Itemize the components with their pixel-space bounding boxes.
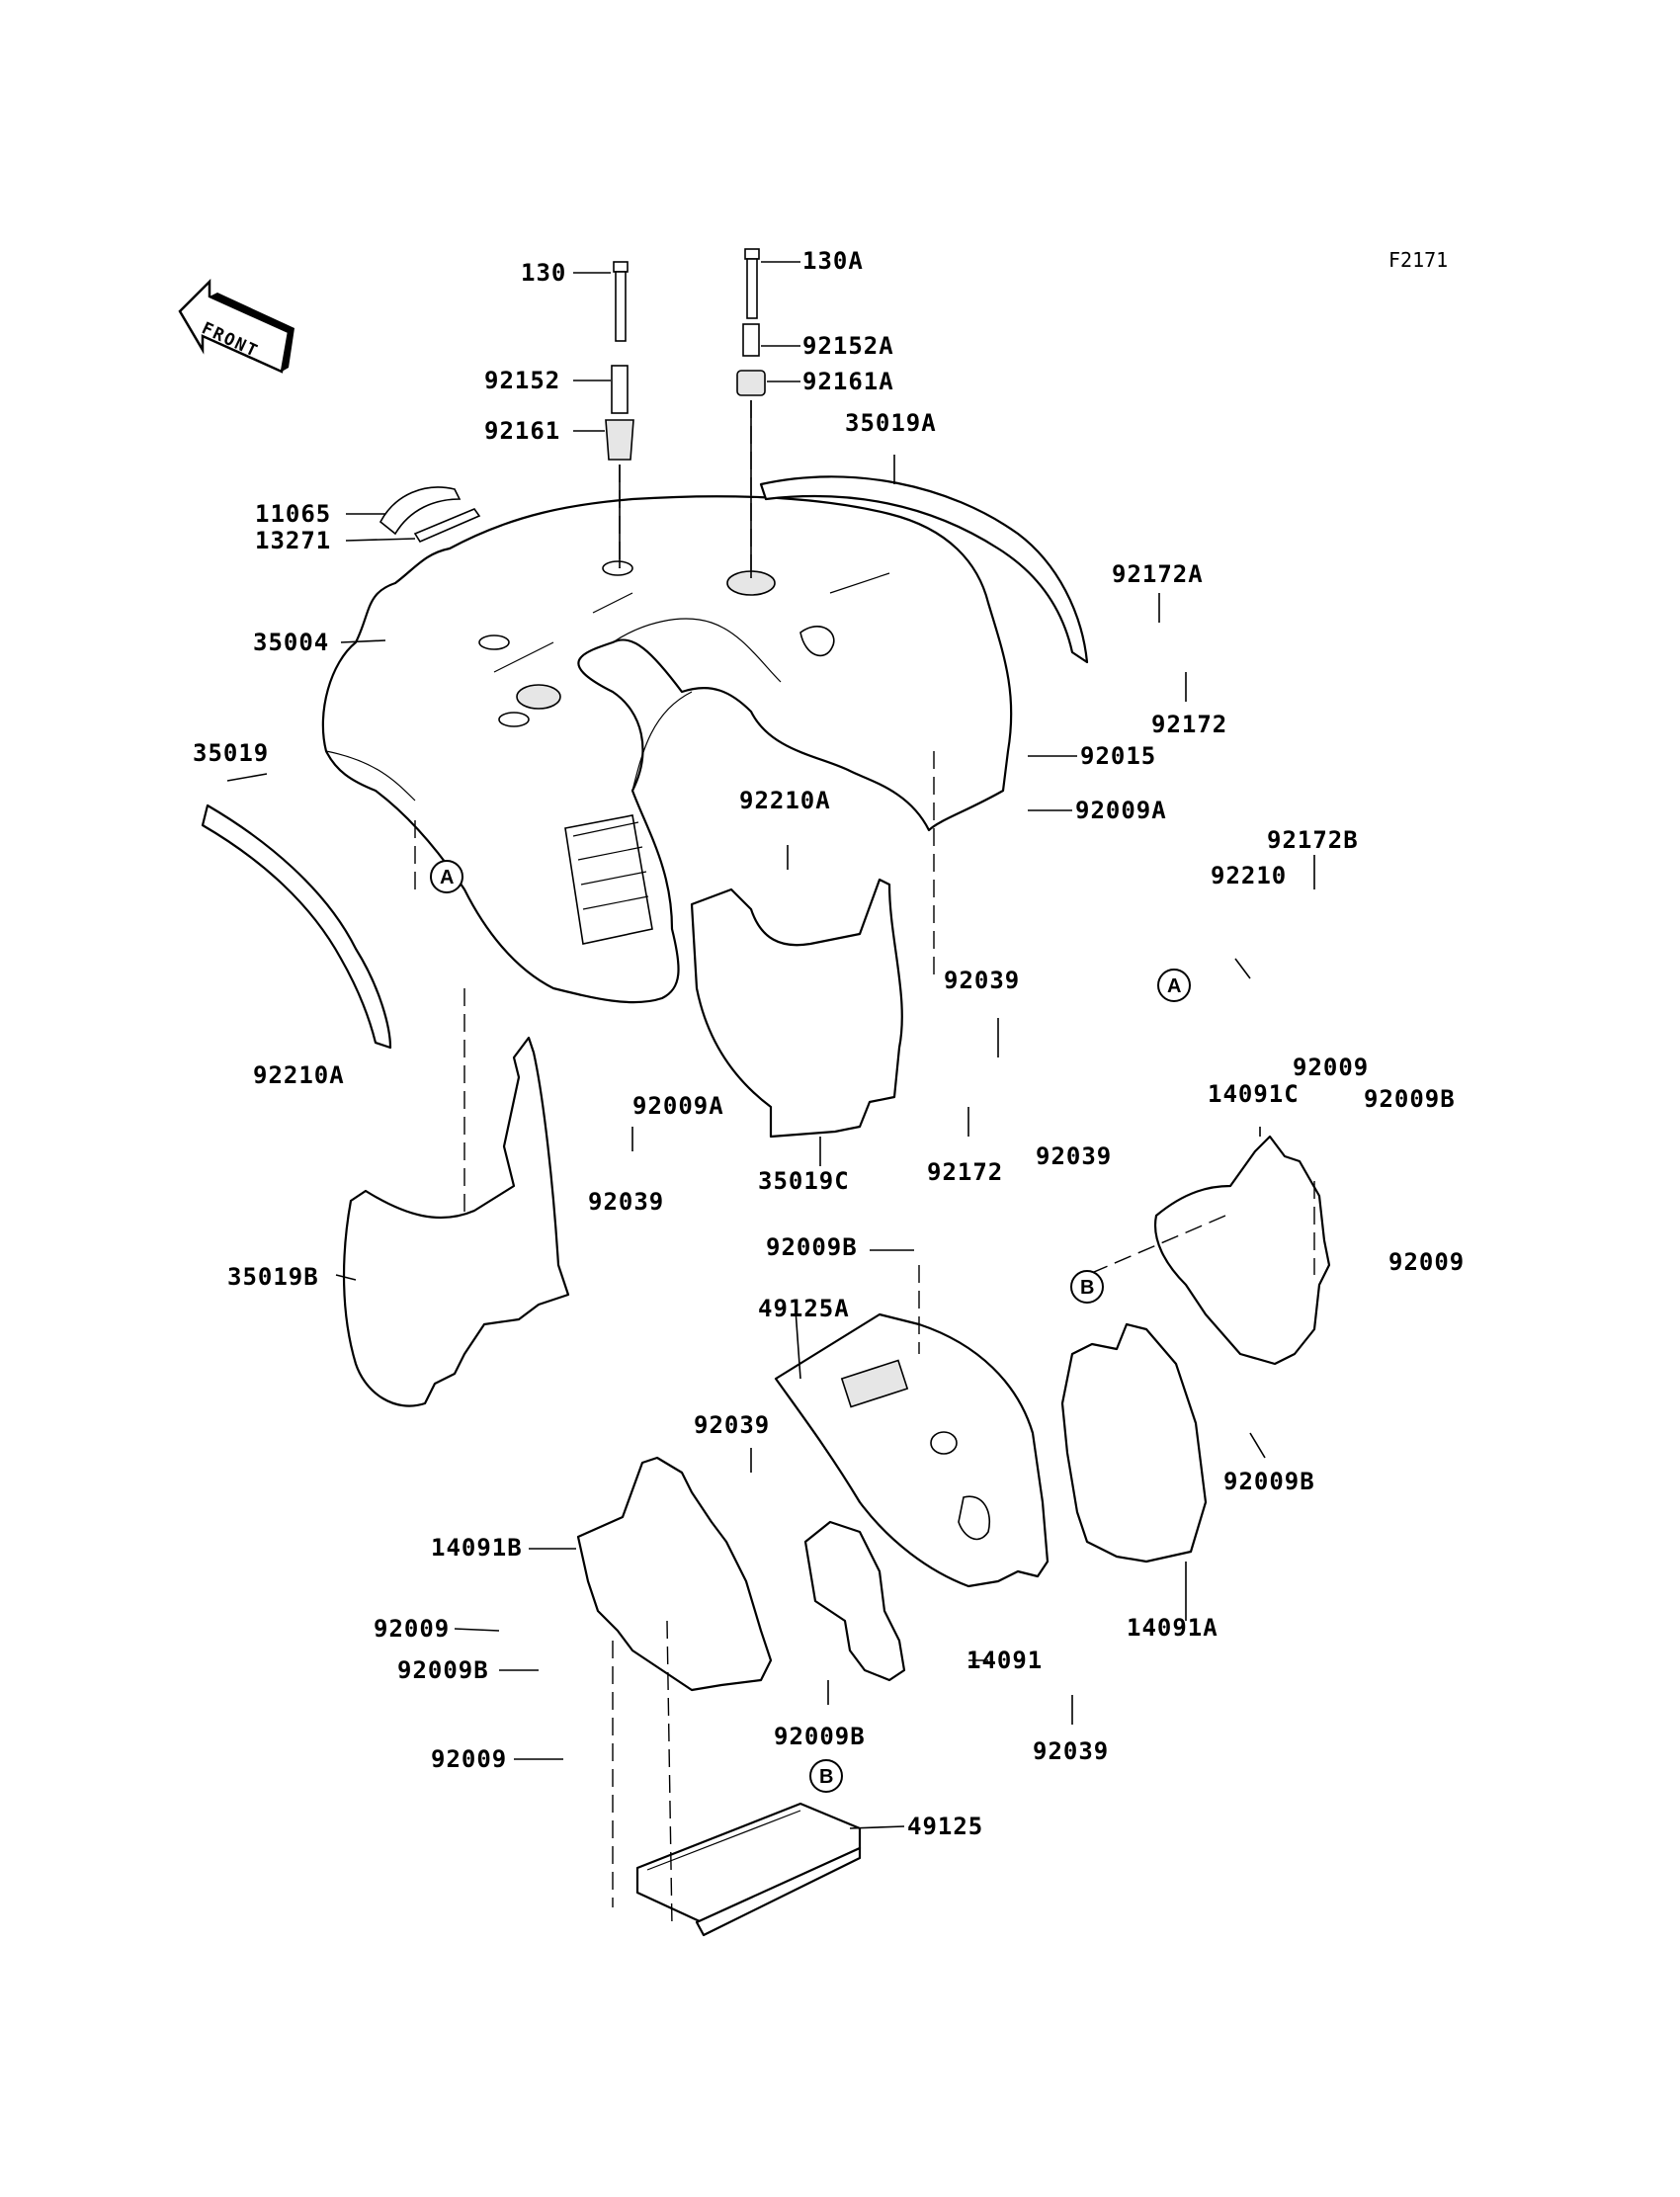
label-92039-lower: 92039 [694,1411,770,1439]
label-35019: 35019 [193,739,269,767]
label-92009b-left: 92009B [397,1656,489,1684]
svg-text:B: B [819,1766,833,1788]
label-92009b-top: 92009B [1364,1085,1456,1113]
panel-14091 [803,1520,906,1682]
callout-b-bottom: B [809,1759,843,1793]
callout-a-left: A [430,860,463,893]
leader-lines [226,261,1315,1829]
label-14091b: 14091B [431,1534,523,1562]
label-130a: 130A [802,247,864,275]
label-92009b-center: 92009B [766,1233,858,1261]
label-14091c: 14091C [1208,1080,1300,1108]
guide-lines [414,400,1315,1928]
label-92039-right: 92039 [1036,1142,1112,1170]
label-92009-left1: 92009 [374,1615,450,1643]
label-92009-left2: 92009 [431,1745,507,1773]
label-92009a-right: 92009A [1075,797,1167,824]
svg-text:B: B [1080,1277,1094,1299]
label-35019a: 35019A [845,409,937,437]
label-49125a: 49125A [758,1295,850,1322]
figure-code: F2171 [1388,248,1448,272]
panel-14091a [1060,1322,1208,1563]
label-92210a-left: 92210A [253,1061,345,1089]
label-35019c: 35019C [758,1167,850,1195]
label-11065: 11065 [255,500,331,528]
bolt-130a [744,248,760,319]
panel-14091b [576,1456,773,1692]
label-92009-right: 92009 [1388,1248,1465,1276]
label-92009b-bottom: 92009B [774,1723,866,1750]
label-92039-bottom: 92039 [1033,1737,1109,1765]
collar-92152 [611,365,629,414]
label-92152: 92152 [484,367,560,394]
tray-49125 [635,1802,862,1937]
svg-text:A: A [1167,975,1181,997]
label-92009a-mid: 92009A [632,1092,724,1120]
label-14091a: 14091A [1127,1614,1218,1642]
part-11065 [378,486,462,536]
label-92172a: 92172A [1112,560,1204,588]
label-14091: 14091 [966,1647,1043,1674]
callout-b-top: B [1070,1270,1104,1304]
collar-92152a [742,323,760,357]
label-92039-left: 92039 [588,1188,664,1216]
front-arrow-icon: FRONT [178,278,294,374]
label-92009-top: 92009 [1293,1054,1369,1081]
inner-guard-35019b [342,1036,570,1407]
label-35004: 35004 [253,629,329,656]
label-92161a: 92161A [802,368,894,395]
bolt-130 [613,261,629,342]
svg-text:A: A [440,867,454,888]
rear-fender-35004 [321,495,1013,1004]
label-92152a: 92152A [802,332,894,360]
part-13271 [413,508,481,544]
part-labels: 130 130A 92152 92152A 92161 92161A 35019… [193,247,1465,1840]
label-35019b: 35019B [227,1263,319,1291]
trim-35019 [201,803,392,1050]
label-13271: 13271 [255,527,331,554]
label-92161: 92161 [484,417,560,445]
inner-guard-35019c [690,878,903,1139]
callout-a-right: A [1157,969,1191,1002]
label-92172b: 92172B [1267,826,1359,854]
panel-14091c [1153,1135,1331,1366]
label-92009b-right: 92009B [1223,1468,1315,1495]
label-49125: 49125 [907,1813,983,1840]
grommet-92161a [736,370,766,396]
label-92172-top: 92172 [1151,711,1227,738]
label-92210: 92210 [1211,862,1287,889]
trim-35019a [759,475,1089,664]
label-92172-mid: 92172 [927,1158,1003,1186]
label-92210a-mid: 92210A [739,787,831,814]
grommet-92161 [605,419,634,461]
label-130: 130 [521,259,566,287]
label-92039-mid: 92039 [944,967,1020,994]
label-92015: 92015 [1080,742,1156,770]
